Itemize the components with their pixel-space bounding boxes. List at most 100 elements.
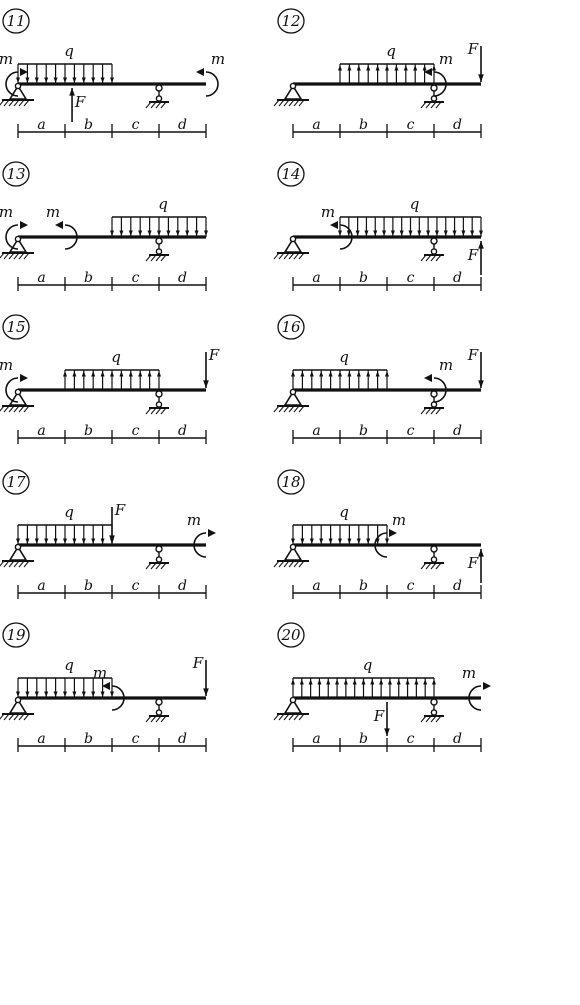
roller-top-hinge [430, 545, 438, 553]
q-label: q [64, 42, 74, 60]
moment-arc [193, 532, 207, 558]
ground-hatch [13, 99, 20, 107]
ground-hatch [23, 713, 30, 721]
span-label-a: a [312, 578, 320, 594]
arrowhead [16, 538, 20, 544]
ground-hatch [273, 99, 280, 107]
arrowhead [373, 230, 378, 236]
pin-support-left [273, 388, 309, 413]
arrowhead [53, 691, 58, 697]
arrowhead [16, 77, 20, 83]
ground-hatch [425, 715, 432, 723]
span-label-c: c [407, 270, 415, 286]
arrowhead [352, 679, 357, 685]
arrowhead [390, 230, 395, 236]
arrowhead [478, 74, 484, 82]
pin-support-left [0, 235, 34, 260]
ground-hatch [160, 407, 167, 415]
ground-hatch [430, 254, 437, 262]
support-hinge [289, 696, 297, 704]
arrowhead [461, 230, 466, 236]
moment-arc [433, 377, 447, 403]
arrowhead [185, 230, 190, 236]
ground-hatch [155, 715, 162, 723]
distributed-load-q: q [291, 656, 436, 698]
arrowhead [478, 241, 484, 249]
arrowhead [361, 679, 366, 685]
arrowhead [478, 380, 484, 388]
ground-hatch [150, 407, 157, 415]
moment-arc [339, 224, 353, 250]
moment-label: m [93, 664, 107, 682]
force-F: F [69, 88, 86, 122]
ground-hatch [23, 405, 30, 413]
problem-number-circle [277, 161, 305, 187]
ground-hatch [288, 560, 295, 568]
ground-hatch [13, 713, 20, 721]
arrowhead [432, 679, 436, 685]
roller-bottom-hinge [155, 401, 163, 408]
ground-hatch [420, 101, 427, 109]
span-label-d: d [453, 423, 462, 439]
arrowhead [319, 371, 324, 377]
ground-hatch [298, 252, 305, 260]
span-label-c: c [132, 423, 140, 439]
ground-hatch [23, 560, 30, 568]
span-label-a: a [312, 423, 320, 439]
arrowhead [346, 230, 351, 236]
arrowhead [385, 538, 389, 544]
distributed-load-q: q [110, 195, 208, 237]
force-F: F [373, 702, 390, 736]
ground-hatch [13, 405, 20, 413]
moment-label: m [392, 511, 406, 529]
arrowhead [109, 535, 115, 543]
ground-hatch [145, 101, 152, 109]
ground-hatch [0, 99, 5, 106]
problem-number-text: 13 [6, 165, 25, 183]
problem-number-text: 12 [281, 12, 300, 30]
ground-hatch [155, 101, 162, 109]
moment-arc [433, 71, 447, 97]
ground-hatch [293, 99, 300, 107]
ground-hatch [0, 405, 5, 412]
arrowhead [422, 65, 427, 71]
arrowhead [100, 538, 105, 544]
arrowhead [63, 691, 67, 697]
force-label: F [192, 654, 204, 672]
force-label: F [467, 346, 479, 364]
arrowhead [423, 679, 428, 685]
arrowhead [291, 679, 295, 685]
problem-number-circle [2, 8, 30, 34]
problem-number: 11 [2, 8, 30, 34]
moment-m: m [187, 511, 216, 558]
arrowhead [53, 538, 58, 544]
force-F: F [467, 346, 484, 388]
ground-hatch [13, 252, 20, 260]
arrowhead [385, 371, 389, 377]
arrowhead [434, 230, 439, 236]
arrowhead [25, 538, 30, 544]
arrowhead [326, 679, 331, 685]
arrowhead [63, 371, 67, 377]
arrowhead [308, 679, 313, 685]
distributed-load-q: q [63, 348, 161, 390]
arrowhead [81, 538, 86, 544]
span-label-c: c [132, 578, 140, 594]
ground-hatch [155, 407, 162, 415]
moment-m: m [0, 356, 28, 403]
roller-bottom-hinge [155, 95, 163, 102]
ground-hatch [425, 101, 432, 109]
ground-hatch [155, 254, 162, 262]
moment-arc [5, 71, 19, 97]
force-F: F [192, 654, 209, 696]
problem-number: 13 [2, 161, 30, 187]
ground-hatch [283, 99, 290, 107]
ground-hatch [298, 713, 305, 721]
ground-hatch [288, 99, 295, 107]
moment-arc [64, 224, 78, 250]
